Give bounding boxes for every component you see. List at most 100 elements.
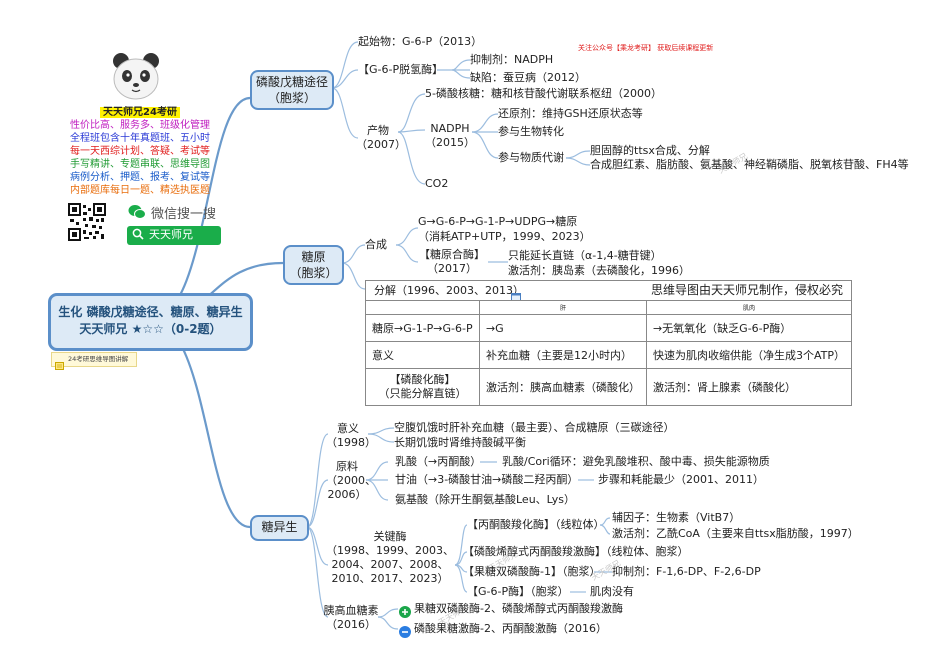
promo-line: 每一天西综计划、答疑、考试等 [70, 146, 210, 157]
ppp-inhibitor: 抑制剂：NADPH [470, 53, 554, 66]
glycogen-cost: （消耗ATP+UTP，1999、2023） [418, 230, 591, 243]
wechat-search-box[interactable]: 天天师兄 [127, 226, 221, 245]
row-muscle: 激活剂：肾上腺素（磷酸化） [645, 368, 853, 406]
glycogen-path: G→G-6-P→G-1-P→UDPG→糖原 [418, 215, 578, 228]
gng-meaning-1: 空腹饥饿时肝补充血糖（最主要）、合成糖原（三碳途径） [394, 421, 675, 434]
qr-code-icon[interactable] [68, 203, 106, 245]
ppp-nadph-label: NADPH [430, 122, 470, 135]
gng-g6pase: 【G-6-P酶】（胞浆） [467, 585, 569, 598]
gng-acetyl-coa: 激活剂：乙酰CoA（主要来自ttsx脂肪酸，1997） [612, 527, 859, 540]
row-label: 【磷酸化酶】 （只能分解直链） [365, 368, 480, 406]
ppp-product-year: （2007） [356, 138, 406, 151]
gng-fbpase1-inhibitor: 抑制剂：F-1,6-DP、F-2,6-DP [612, 565, 761, 578]
glycogen-synthase-label: 【糖原合酶】 [419, 248, 485, 261]
gng-pyruvate-carboxylase: 【丙酮酸羧化酶】（线粒体） [467, 518, 605, 531]
table-corner [365, 300, 480, 315]
search-text: 天天师兄 [149, 228, 193, 241]
gng-pepck: 【磷酸烯醇式丙酮酸羧激酶】（线粒体、胞浆） [463, 545, 689, 558]
table-row: 意义 补充血糖（主要是12小时内） 快速为肌肉收缩供能（净生成3个ATP） [365, 341, 853, 369]
gng-key-enzymes-years2: 2004、2007、2008、 [331, 558, 449, 571]
top-notice: 关注公众号【乘龙考研】 获取后续课程更新 [578, 44, 714, 52]
wechat-icon [128, 204, 146, 224]
ppp-nadph-year: （2015） [425, 136, 475, 149]
row-liver: 补充血糖（主要是12小时内） [478, 341, 647, 369]
topic-pentose-phosphate-location: （胞浆） [267, 91, 316, 105]
gng-glycerol-note: 步骤和耗能最少（2001、2011） [598, 473, 764, 486]
gng-cofactor: 辅因子：生物素（VitB7） [612, 511, 741, 524]
note-tag[interactable]: 24考研思维导图讲解 [51, 352, 137, 370]
glycogen-synthase: 【糖原合酶】 （2017） [418, 248, 486, 276]
row-liver: →G [478, 314, 647, 342]
row-liver: 激活剂：胰高血糖素（磷酸化） [478, 368, 647, 406]
gng-lactate: 乳酸（→丙酮酸） [395, 455, 482, 468]
note-icon [55, 355, 64, 374]
topic-gluconeogenesis-label: 糖异生 [261, 520, 298, 534]
gng-cori: 乳酸/Cori循环：避免乳酸堆积、酸中毒、损失能源物质 [502, 455, 770, 468]
glycogen-synthase-year: （2017） [427, 262, 477, 275]
root-subtitle: 天天师兄 ★☆☆（0-2题） [79, 322, 222, 336]
topic-glycogen-location: （胞浆） [289, 266, 338, 280]
topic-glycogen-label: 糖原 [301, 250, 326, 264]
ppp-synthesis: 合成胆红素、脂肪酸、氨基酸、神经鞘磷脂、脱氧核苷酸、FH4等 [590, 158, 909, 171]
topic-pentose-phosphate-label: 磷酸戊糖途径 [255, 75, 328, 89]
breakdown-header: 分解（1996、2003、2013） 思维导图由天天师兄制作，侵权必究 [365, 280, 852, 301]
gng-meaning-label: 意义 [337, 422, 359, 435]
ppp-metab: 参与物质代谢 [498, 151, 564, 164]
breakdown-table: 肝 肌肉 糖原→G-1-P→G-6-P →G →无氧氧化（缺乏G-6-P酶） 意… [365, 300, 853, 406]
gng-meaning-year: （1998） [326, 436, 376, 449]
gng-amino-acid: 氨基酸（除开生酮氨基酸Leu、Lys） [395, 493, 576, 506]
glycogen-synthase-note: 只能延长直链（α-1,4-糖苷键） [508, 249, 662, 262]
gng-key-enzymes-label: 关键酶 [373, 530, 407, 543]
ppp-r5p: 5-磷酸核糖：糖和核苷酸代谢联系枢纽（2000） [425, 87, 662, 100]
note-label: 24考研思维导图讲解 [68, 355, 129, 363]
gng-material: 原料 （2000、 2006） [326, 460, 376, 502]
gng-glucagon-label: 胰高血糖素 [323, 604, 379, 617]
ppp-cholesterol: 胆固醇的ttsx合成、分解 [590, 144, 710, 157]
promo-line: 全程班包含十年真题班、五小时 [70, 133, 210, 144]
breakdown-title: 分解（1996、2003、2013） [374, 284, 524, 297]
gng-glucagon-minus: 磷酸果糖激酶-2、丙酮酸激酶（2016） [414, 622, 607, 635]
ppp-product: 产物 （2007） [356, 124, 406, 152]
topic-pentose-phosphate[interactable]: 磷酸戊糖途径 （胞浆） [250, 70, 334, 110]
row-muscle: →无氧氧化（缺乏G-6-P酶） [645, 314, 853, 342]
promo-line: 性价比高、服务多、班级化管理 [70, 120, 210, 131]
wechat-search-label: 微信搜一搜 [151, 207, 217, 222]
row-muscle: 快速为肌肉收缩供能（净生成3个ATP） [645, 341, 853, 369]
topic-gluconeogenesis[interactable]: 糖异生 [250, 515, 309, 541]
panda-icon [108, 48, 164, 108]
promo-line: 内部题库每日一题、精选执医题 [70, 185, 210, 196]
ppp-start: 起始物：G-6-P（2013） [358, 35, 483, 48]
promo-block: 天天师兄24考研 性价比高、服务多、班级化管理全程班包含十年真题班、五小时每一天… [60, 106, 220, 197]
gng-material-year1: （2000、 [326, 474, 376, 487]
gng-glucagon: 胰高血糖素 （2016） [322, 604, 380, 632]
promo-line: 病例分析、押题、报考、复试等 [70, 172, 210, 183]
ppp-reductant: 还原剂：维持GSH还原状态等 [498, 107, 643, 120]
gng-g6pase-note: 肌肉没有 [590, 585, 634, 598]
gng-glucagon-year: （2016） [326, 618, 376, 631]
glycogen-activator: 激活剂：胰岛素（去磷酸化，1996） [508, 264, 690, 277]
gng-key-enzymes-years1: （1998、1999、2003、 [326, 544, 454, 557]
root-title: 生化 磷酸戊糖途径、糖原、糖异生 [58, 305, 243, 319]
gng-glycerol: 甘油（→3-磷酸甘油→磷酸二羟丙酮） [395, 473, 579, 486]
root-topic[interactable]: 生化 磷酸戊糖途径、糖原、糖异生 天天师兄 ★☆☆（0-2题） [48, 293, 253, 351]
col-liver: 肝 [478, 300, 647, 315]
gng-material-label: 原料 [336, 460, 358, 473]
glycogen-synthesis: 合成 [365, 238, 387, 251]
table-row: 糖原→G-1-P→G-6-P →G →无氧氧化（缺乏G-6-P酶） [365, 314, 853, 342]
ppp-g6pd: 【G-6-P脱氢酶】 [358, 63, 444, 76]
ppp-co2: CO2 [425, 177, 449, 190]
gng-key-enzymes-years3: 2010、2017、2023） [331, 572, 449, 585]
gng-fbpase1: 【果糖双磷酸酶-1】（胞浆） [463, 565, 601, 578]
gng-glucagon-plus: 果糖双磷酸酶-2、磷酸烯醇式丙酮酸羧激酶 [414, 602, 623, 615]
ppp-product-label: 产物 [367, 124, 389, 137]
promo-lines: 性价比高、服务多、班级化管理全程班包含十年真题班、五小时每一天西综计划、答疑、考… [60, 119, 220, 197]
search-icon [132, 228, 144, 243]
col-muscle: 肌肉 [645, 300, 853, 315]
gng-material-year2: 2006） [327, 488, 367, 501]
promo-line: 手写精讲、专题串联、思维导图 [70, 159, 210, 170]
topic-glycogen[interactable]: 糖原 （胞浆） [283, 245, 344, 285]
gng-key-enzymes: 关键酶 （1998、1999、2003、 2004、2007、2008、 201… [325, 530, 455, 586]
gng-meaning: 意义 （1998） [326, 422, 376, 450]
minus-icon [399, 623, 411, 642]
ppp-biotrans: 参与生物转化 [498, 125, 564, 138]
